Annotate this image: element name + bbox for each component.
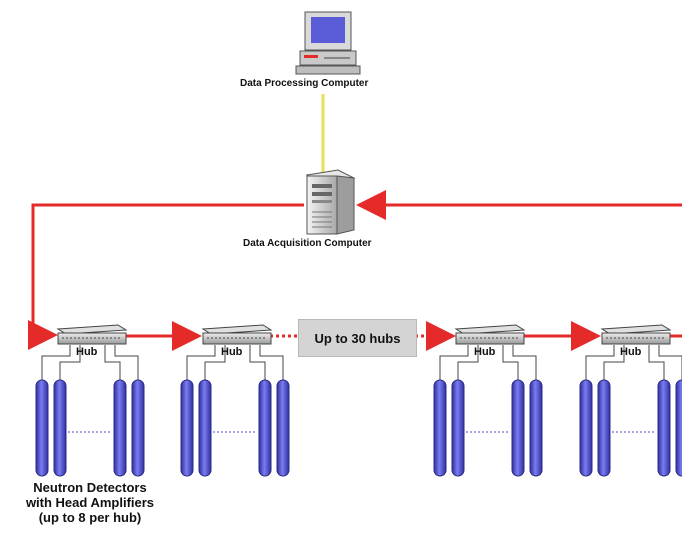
server-tower-icon <box>305 169 356 235</box>
network-hub-icon <box>201 324 273 345</box>
detectors-caption: Neutron Detectors with Head Amplifiers (… <box>10 480 170 525</box>
hub-cables <box>439 345 537 383</box>
network-line <box>28 190 682 351</box>
hub-label-1: Hub <box>76 346 98 358</box>
hub-label-4: Hub <box>620 346 642 358</box>
hub-group <box>35 324 145 477</box>
detectors-caption-line3: (up to 8 per hub) <box>38 510 142 525</box>
hub-label-3: Hub <box>474 346 496 358</box>
network-hub-icon <box>454 324 526 345</box>
neutron-detector-tube-icon <box>180 379 290 477</box>
neutron-detector-tube-icon <box>35 379 145 477</box>
hub-cables <box>585 345 682 383</box>
neutron-detector-tube-icon <box>579 379 682 477</box>
network-hub-icon <box>600 324 672 345</box>
data-acquisition-computer-label: Data Acquisition Computer <box>243 238 372 249</box>
hub-cables <box>186 345 284 383</box>
hub-group <box>579 324 682 477</box>
hub-group <box>433 324 543 477</box>
detectors-caption-line1: Neutron Detectors <box>33 480 147 495</box>
hub-count-label: Up to 30 hubs <box>298 319 417 357</box>
network-hub-icon <box>56 324 128 345</box>
hub-group <box>180 324 290 477</box>
desktop-computer-icon <box>295 11 361 75</box>
hub-label-2: Hub <box>221 346 243 358</box>
detectors-caption-line2: with Head Amplifiers <box>25 495 155 510</box>
hub-cables <box>41 345 139 383</box>
neutron-detector-tube-icon <box>433 379 543 477</box>
data-processing-computer-label: Data Processing Computer <box>240 78 369 89</box>
